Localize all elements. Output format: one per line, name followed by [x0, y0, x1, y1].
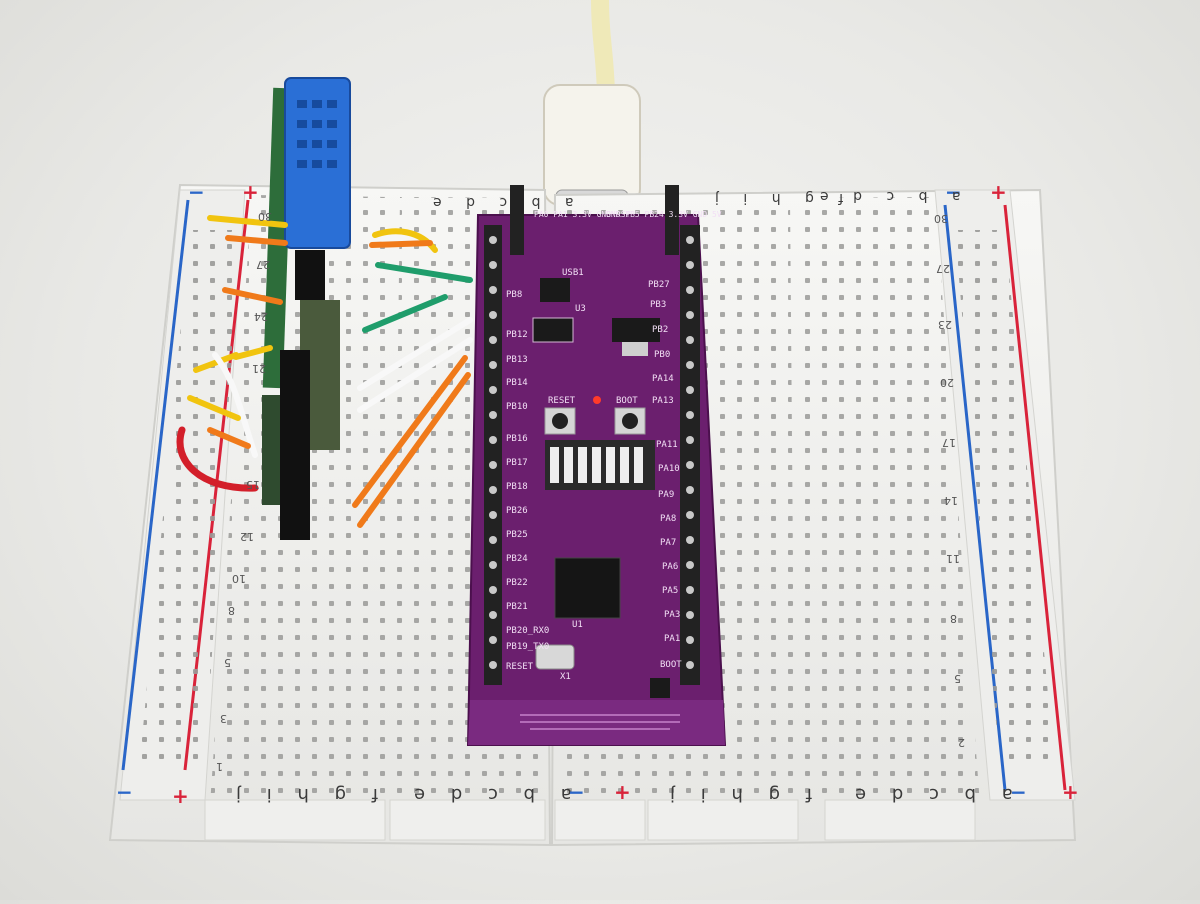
pin-label: PB27 [648, 280, 670, 290]
pin-label: PB3 [650, 300, 667, 310]
top-header-left-label: PA0 PA1 3.3V GND RST [534, 210, 631, 219]
pin-label: PA7 [660, 538, 677, 548]
jumper-wires [176, 215, 473, 528]
left-rail-top-plus: + [242, 180, 259, 204]
pin-label: PB10 [506, 402, 528, 412]
pin-label: PB22 [506, 578, 528, 588]
row-number: 14 [944, 494, 958, 507]
pin-label: PB14 [506, 378, 528, 388]
left-top-letters: a b c d e [423, 194, 574, 210]
usb-plug [543, 84, 641, 206]
right-bottom-letters-fghij: f g h i j [660, 784, 813, 805]
pin-label: PA9 [658, 490, 675, 500]
x1-silk-label: X1 [560, 672, 571, 682]
u1-silk-label: U1 [572, 620, 583, 630]
pin-label: PB17 [506, 458, 528, 468]
row-number: 10 [232, 572, 246, 585]
row-number: 23 [938, 318, 952, 331]
pin-label: PB24 [506, 554, 528, 564]
right-top-letters-abcde: a b c d e [810, 188, 961, 204]
pin-label: PA6 [662, 562, 679, 572]
pin-label: PB25 [506, 530, 528, 540]
pin-label: PB21 [506, 602, 528, 612]
left-rail-bottom-minus: − [116, 780, 133, 804]
pin-label: PA14 [652, 374, 674, 384]
pin-label: PA3 [664, 610, 681, 620]
row-number: 15 [246, 478, 260, 491]
reset-silk-label: RESET [548, 396, 576, 406]
pin-label: PB26 [506, 506, 528, 516]
pin-label: PB13 [506, 355, 528, 365]
right-rail-top-plus: + [990, 180, 1007, 204]
row-number: 3 [220, 712, 227, 725]
row-number: 1 [216, 760, 223, 773]
row-number: 8 [228, 604, 235, 617]
left-rail-bottom-plus: + [172, 784, 189, 808]
right-rail-bottom-plus: + [1062, 780, 1079, 804]
top-header-right-label: GND PB5 PB24 3.3V GND 5V [606, 210, 722, 219]
row-number: 27 [256, 258, 270, 271]
pin-label: RESET [506, 662, 534, 672]
mcu-board [466, 185, 727, 746]
pin-label: PB20_RX0 [506, 626, 550, 636]
pin-label: PB2 [652, 325, 669, 335]
pin-label: PB19_TX0 [506, 642, 550, 652]
left-bottom-letters-abcde: a b c d e [404, 784, 572, 805]
right-bottom-letters-abcde: a b c d e [845, 784, 1013, 805]
row-number: 24 [254, 310, 268, 323]
usb1-silk-label: USB1 [562, 268, 584, 278]
pin-label: BOOT [660, 660, 682, 670]
middle-rail-bottom-plus: + [614, 780, 631, 804]
row-number: 27 [936, 262, 950, 275]
pin-label: PA5 [662, 586, 679, 596]
row-number: 12 [240, 530, 254, 543]
row-number: 11 [946, 552, 960, 565]
row-number: 21 [252, 362, 266, 375]
boot-silk-label: BOOT [616, 396, 638, 406]
row-number: 17 [942, 436, 956, 449]
middle-rail-bottom-minus: − [568, 780, 585, 804]
row-number: 30 [934, 212, 948, 225]
pin-label: PB18 [506, 482, 528, 492]
row-number: 5 [224, 656, 231, 669]
pin-label: PB8 [506, 290, 523, 300]
pin-label: PB16 [506, 434, 528, 444]
right-rail-top-minus: − [945, 180, 962, 204]
pin-label: PA13 [652, 396, 674, 406]
right-rail-bottom-minus: − [1010, 780, 1027, 804]
pin-label: PA10 [658, 464, 680, 474]
pin-label: PA8 [660, 514, 677, 524]
pin-label: PB12 [506, 330, 528, 340]
usb-cable [591, 0, 615, 104]
row-number: 20 [940, 376, 954, 389]
pin-label: PB0 [654, 350, 671, 360]
row-number: 2 [958, 736, 965, 749]
pin-label: PA11 [656, 440, 678, 450]
left-rail-top-minus: − [188, 180, 205, 204]
row-number: 30 [258, 210, 272, 223]
u3-silk-label: U3 [575, 304, 586, 314]
left-bottom-letters-fghij: f g h i j [226, 784, 379, 805]
row-number: 5 [954, 672, 961, 685]
sensor-module [262, 77, 351, 540]
row-number: 8 [950, 612, 957, 625]
pin-label: PA1 [664, 634, 681, 644]
